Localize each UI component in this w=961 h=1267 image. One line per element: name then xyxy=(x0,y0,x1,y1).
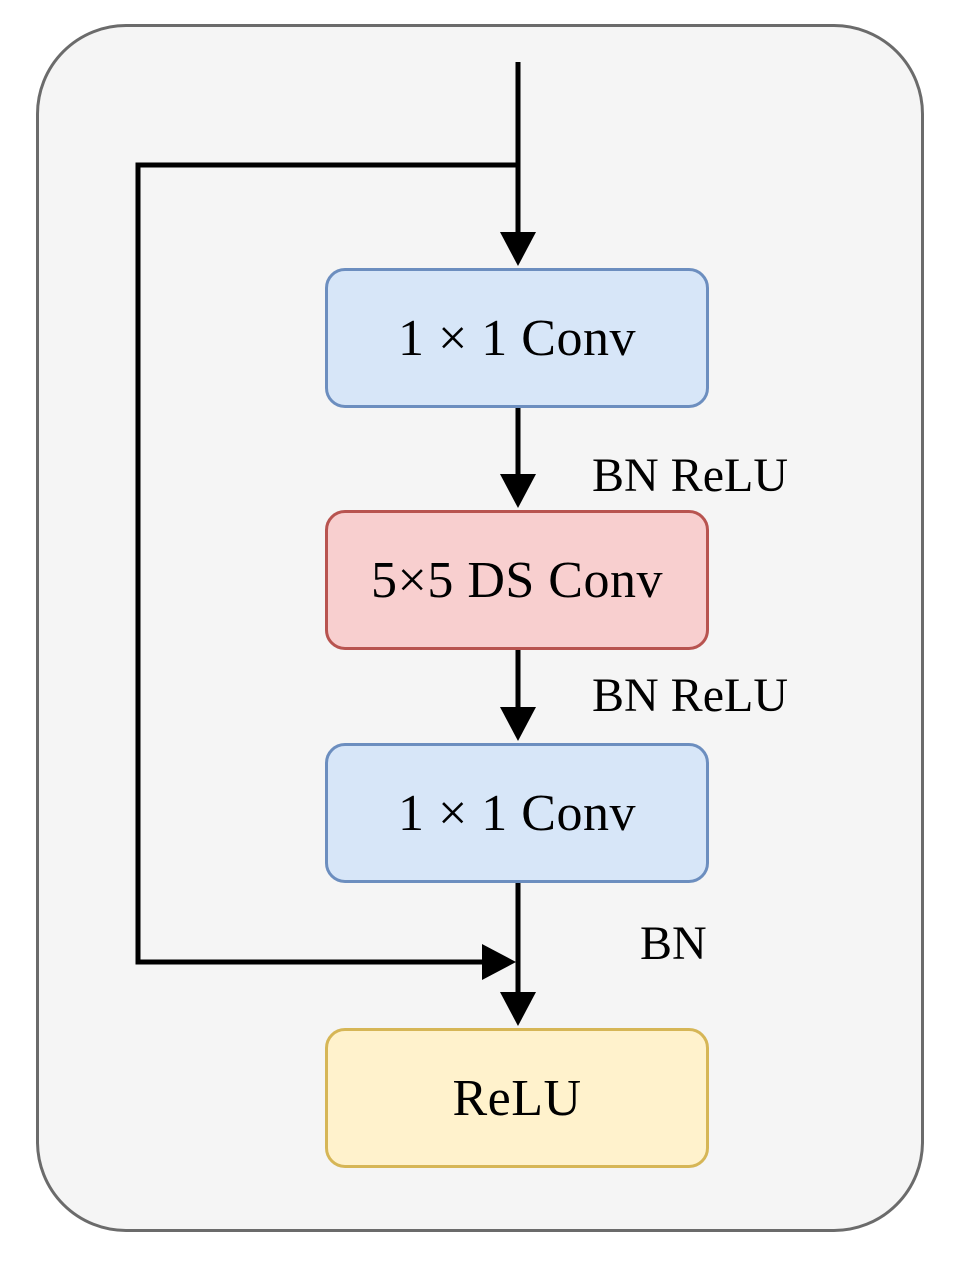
ds-conv-5x5-block: 5×5 DS Conv xyxy=(325,510,709,650)
skip-connection-head xyxy=(482,944,516,980)
ds-conv-5x5-label: 5×5 DS Conv xyxy=(371,551,663,609)
conv-bottom-to-relu-head xyxy=(500,992,536,1026)
relu-block: ReLU xyxy=(325,1028,709,1168)
input-arrow-head xyxy=(500,232,536,266)
edge-label-bn-relu-2: BN ReLU xyxy=(592,669,788,722)
edge-label-bn: BN xyxy=(640,917,707,970)
conv-1x1-top-label: 1 × 1 Conv xyxy=(397,309,636,367)
conv-top-to-ds-head xyxy=(500,474,536,508)
relu-label: ReLU xyxy=(452,1069,582,1127)
conv-1x1-bottom-label: 1 × 1 Conv xyxy=(397,784,636,842)
skip-connection-line xyxy=(135,162,518,965)
conv-1x1-top-block: 1 × 1 Conv xyxy=(325,268,709,408)
edge-label-bn-relu-1: BN ReLU xyxy=(592,449,788,502)
ds-to-conv-bottom-head xyxy=(500,707,536,741)
conv-1x1-bottom-block: 1 × 1 Conv xyxy=(325,743,709,883)
